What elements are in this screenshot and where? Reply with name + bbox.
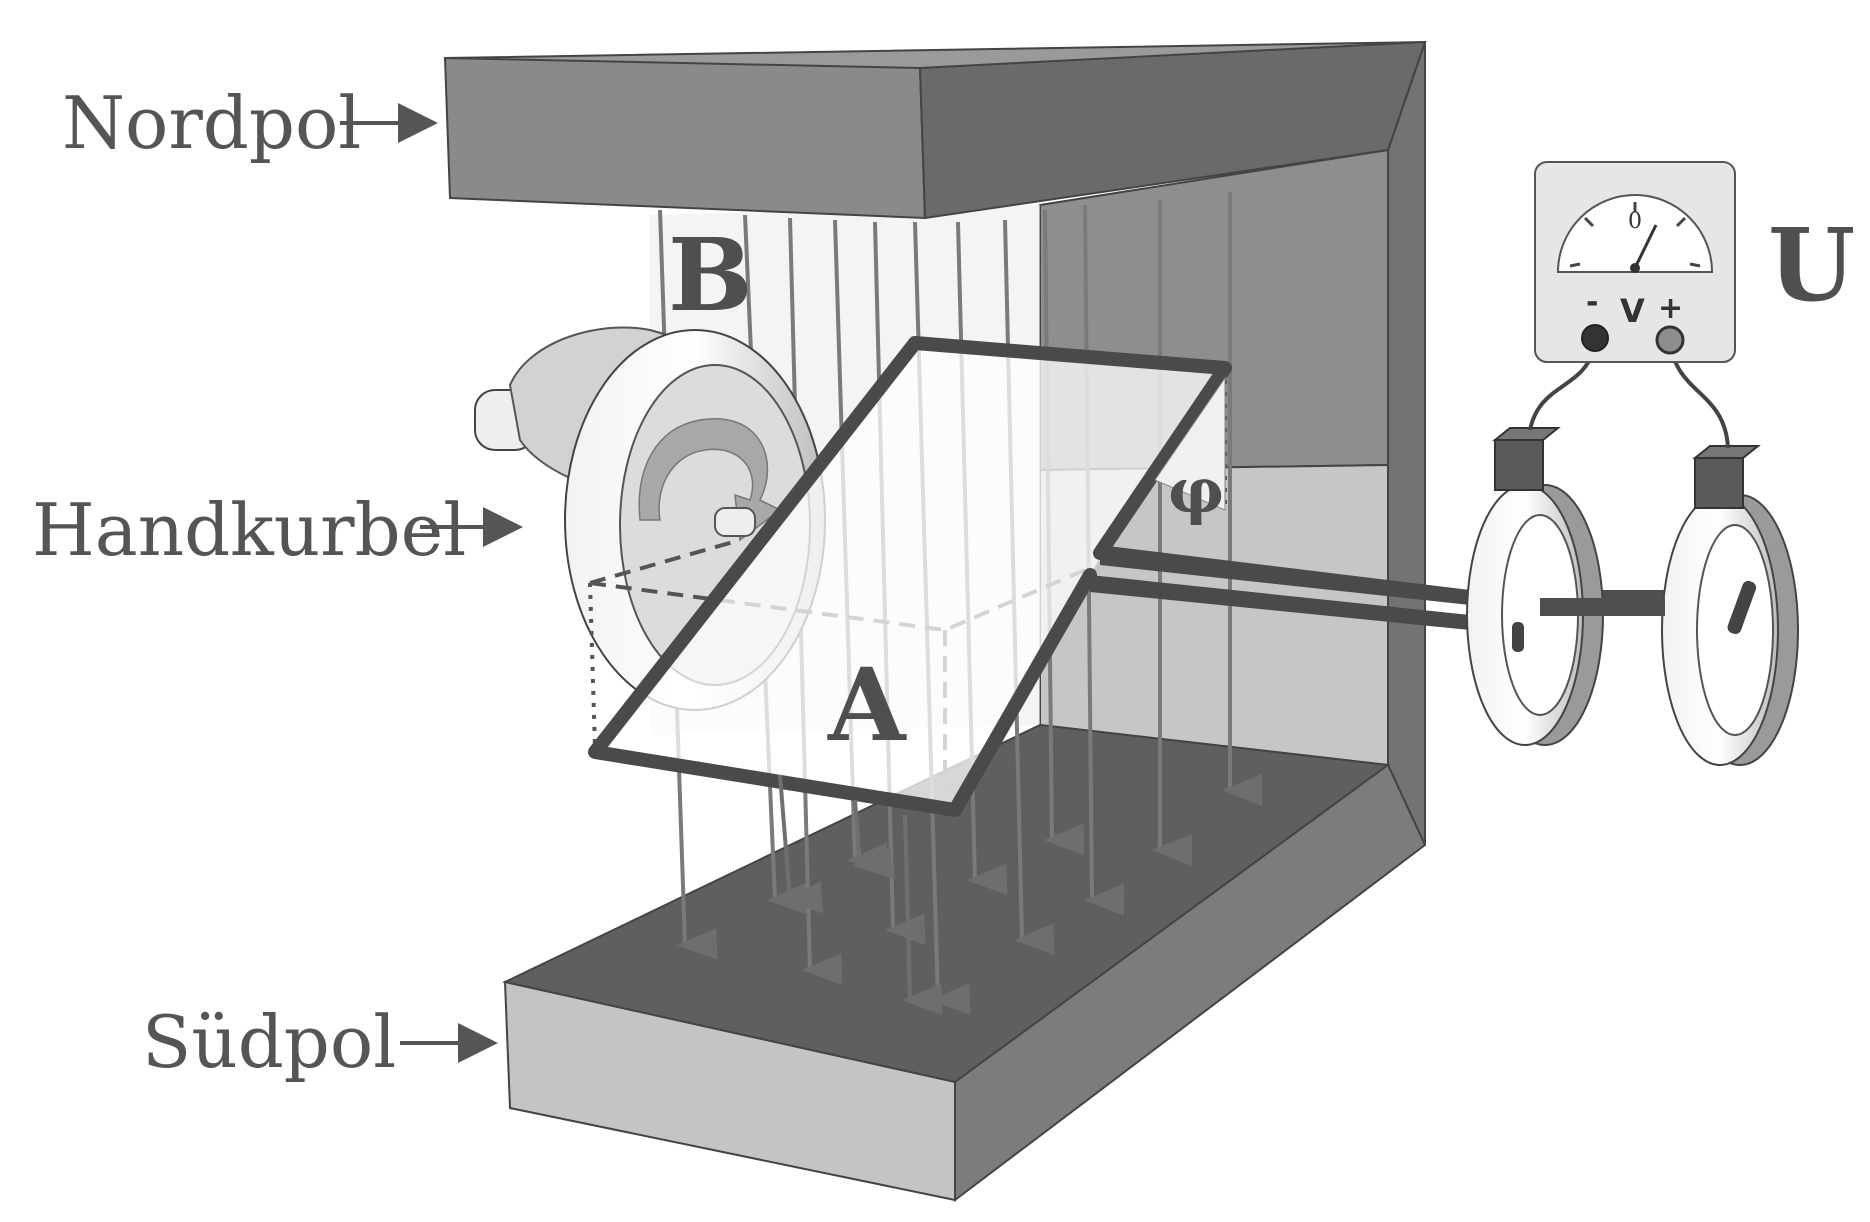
south-pole-label: Südpol: [142, 1000, 396, 1084]
axle-stub-left: [1512, 622, 1524, 652]
brush-left: [1494, 439, 1544, 491]
voltmeter-dial: [1556, 194, 1714, 273]
field-line: [778, 774, 824, 914]
field-line: [902, 814, 943, 1016]
axle-assembly: [1090, 427, 1799, 766]
voltmeter-ticks: [1569, 202, 1701, 268]
axle-stub-right: [1727, 580, 1757, 635]
loop-plane: [595, 343, 1225, 810]
crank-shaft: [714, 507, 756, 537]
field-line: [852, 799, 894, 879]
north-pole-front: [443, 56, 927, 220]
conductor-loop: [588, 336, 1232, 817]
north-pole-label: Nordpol: [62, 81, 361, 165]
angle-wedge: [1154, 376, 1226, 511]
axle-shaft-through: [1540, 598, 1665, 616]
axle-upper: [1100, 545, 1470, 605]
voltmeter: 0 - V +: [1528, 161, 1736, 449]
voltage-label: U: [1768, 206, 1855, 324]
brush-left-top: [1492, 427, 1561, 441]
brush-right-top: [1692, 445, 1761, 459]
crank-label: Handkurbel: [32, 488, 466, 572]
voltmeter-pivot: [1630, 263, 1640, 273]
field-label: B: [668, 216, 753, 334]
voltmeter-zero-label: 0: [1628, 209, 1642, 234]
voltmeter-unit-label: V: [1620, 292, 1645, 330]
axle-lower: [1090, 575, 1470, 630]
field-lines-front: [778, 774, 943, 1016]
north-pole-side: [918, 40, 1427, 220]
angle-label: φ: [1168, 454, 1224, 527]
voltmeter-needle: [1633, 224, 1658, 269]
loop-wire: [588, 336, 1232, 817]
brush-right: [1694, 457, 1744, 509]
voltmeter-plus-label: +: [1658, 291, 1683, 326]
terminal-minus: [1581, 324, 1609, 352]
magnet-column-side: [1387, 41, 1426, 846]
magnet-frame: [443, 40, 1427, 1203]
area-label: A: [827, 646, 907, 764]
terminal-plus: [1655, 325, 1685, 355]
voltmeter-minus-label: -: [1586, 285, 1598, 320]
south-pole-side: [954, 763, 1427, 1203]
